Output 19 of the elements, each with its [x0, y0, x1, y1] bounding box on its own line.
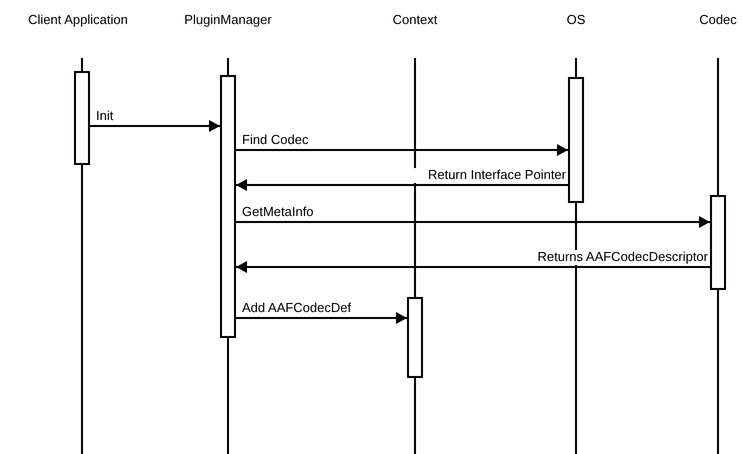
activation-bar	[568, 77, 584, 203]
activation-bar	[220, 75, 236, 338]
message-label: Init	[96, 108, 114, 123]
message-arrow	[236, 261, 710, 273]
activation-bar	[407, 297, 423, 378]
message-label: GetMetaInfo	[242, 204, 314, 219]
message-label: Find Codec	[242, 132, 308, 147]
activation-bar	[74, 71, 90, 165]
message-arrow	[236, 179, 568, 191]
message-arrow	[236, 312, 407, 324]
message-arrow	[90, 120, 220, 132]
message-arrow	[236, 144, 568, 156]
message-arrow	[236, 216, 710, 228]
message-label: Return Interface Pointer	[428, 167, 566, 182]
participant-label: Client Application	[28, 12, 128, 28]
message-label: Returns AAFCodecDescriptor	[537, 249, 708, 264]
activation-bar	[710, 195, 726, 290]
message-label: Add AAFCodecDef	[242, 300, 352, 315]
participant-label: PluginManager	[184, 12, 272, 28]
